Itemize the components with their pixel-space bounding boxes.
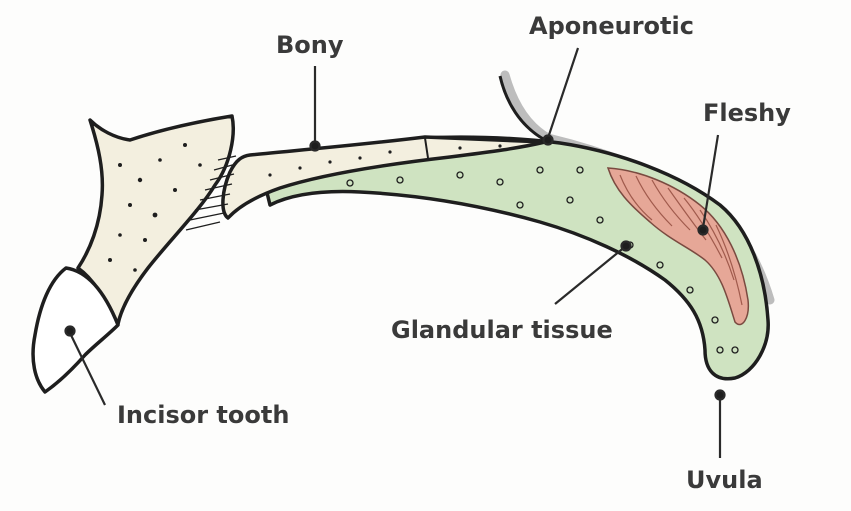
label-aponeurotic: Aponeurotic	[529, 14, 694, 38]
leader-glandular	[555, 246, 626, 304]
label-uvula: Uvula	[686, 468, 763, 492]
leader-aponeurotic	[548, 48, 578, 138]
label-bony: Bony	[276, 33, 344, 57]
label-glandular-tissue: Glandular tissue	[391, 318, 613, 342]
label-incisor-tooth: Incisor tooth	[117, 403, 289, 427]
label-fleshy: Fleshy	[703, 101, 791, 125]
